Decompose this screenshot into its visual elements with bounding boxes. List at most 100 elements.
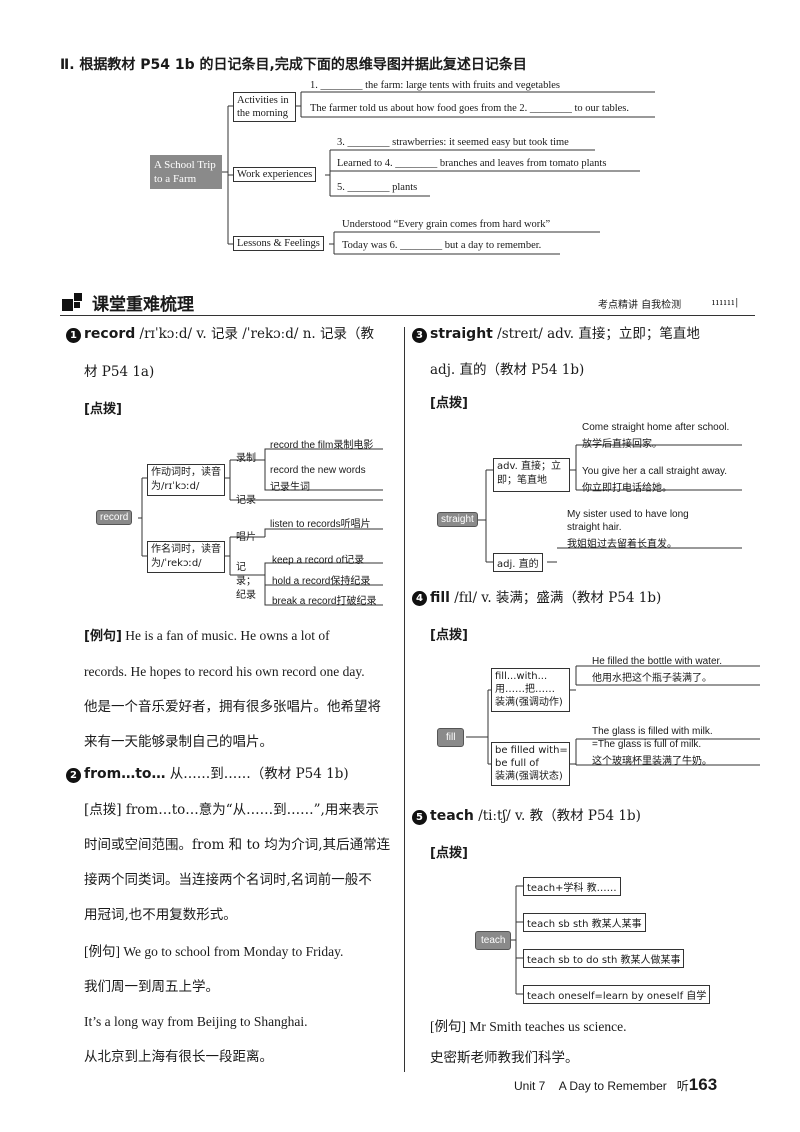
from-to-definition: 从……到……（教材 P54 1b) <box>165 766 349 782</box>
word-record: record <box>84 326 136 342</box>
branch-activities: Activities in the morning <box>233 92 296 122</box>
teach-dianbo: [点拨] <box>430 846 468 861</box>
straight-ex1b: 放学后直接回家。 <box>582 439 662 450</box>
footer-title: A Day to Remember <box>558 1079 667 1093</box>
word-from-to: from…to… <box>84 766 166 782</box>
section-header-band <box>60 289 755 316</box>
entry-2-heading: from…to… 从……到……（教材 P54 1b) <box>84 764 349 784</box>
record-example-label: [例句] <box>84 629 122 644</box>
from-to-example-2: 我们周一到周五上学。 <box>84 979 219 995</box>
record-v2b: 记录生词 <box>270 482 310 493</box>
from-to-note-1: [点拨] from…to…意为“从……到……”,用来表示 <box>84 802 379 818</box>
branch-lessons: Lessons & Feelings <box>233 236 324 251</box>
blank-line-6: Today was 6. ________ but a day to remem… <box>342 240 542 251</box>
entry-number-4: 4 <box>412 591 427 606</box>
fill-root: fill <box>437 728 465 747</box>
straight-ex3b: straight hair. <box>567 522 622 533</box>
record-n1: listen to records听唱片 <box>270 519 371 530</box>
fill-ex2c: 这个玻璃杯里装满了牛奶。 <box>592 756 712 767</box>
entry-number-5: 5 <box>412 810 427 825</box>
record-root: record <box>96 510 133 525</box>
from-to-note-3: 接两个同类词。当连接两个名词时,名词前一般不 <box>84 872 372 888</box>
word-teach: teach <box>430 808 474 824</box>
fill-box2a: be filled with= <box>495 745 568 756</box>
entry-5-heading: teach /tiːtʃ/ v. 教（教材 P54 1b) <box>430 806 641 826</box>
straight-ex3c: 我姐姐过去留着长直发。 <box>567 539 677 550</box>
label-changpian: 唱片 <box>236 532 256 543</box>
teach-example-1: [例句] Mr Smith teaches us science. <box>430 1019 627 1034</box>
blank-line-2: The farmer told us about how food goes f… <box>310 103 630 114</box>
blank-line-4: Learned to 4. ________ branches and leav… <box>337 158 607 169</box>
straight-definition-cont: adj. 直的（教材 P54 1b) <box>430 362 585 378</box>
page-footer: Unit 7 A Day to Remember 听163 <box>514 1075 717 1095</box>
fill-definition: /fɪl/ v. 装满；盛满（教材 P54 1b) <box>449 590 662 606</box>
filled-with-box: be filled with= be full of 装满(强调状态) <box>491 742 570 786</box>
from-to-example-4: 从北京到上海有很长一段距离。 <box>84 1049 273 1065</box>
straight-ex2a: You give her a call straight away. <box>582 466 728 477</box>
from-to-note-4: 用冠词,也不用复数形式。 <box>84 907 237 923</box>
record-definition: /rɪˈkɔːd/ v. 记录 /ˈrekɔːd/ n. 记录（教 <box>135 326 374 342</box>
header-tags: 考点精讲 自我检测 <box>598 300 682 311</box>
teach-definition: /tiːtʃ/ v. 教（教材 P54 1b) <box>473 808 641 824</box>
footer-ting: 听 <box>676 1079 689 1093</box>
straight-adj-box: adj. 直的 <box>493 553 543 572</box>
record-dianbo: [点拨] <box>84 402 122 417</box>
fill-ex2a: The glass is filled with milk. <box>592 726 713 737</box>
entry-number-2: 2 <box>66 768 81 783</box>
record-v2a: record the new words <box>270 465 366 476</box>
record-example-2: records. He hopes to record his own reco… <box>84 664 365 679</box>
teach-branch-1: teach+学科 教…… <box>523 877 621 896</box>
teach-example-2: 史密斯老师教我们科学。 <box>430 1050 579 1066</box>
record-example-3: 他是一个音乐爱好者，拥有很多张唱片。他希望将 <box>84 699 381 715</box>
from-to-note-2: 时间或空间范围。from 和 to 均为介词,其后通常连 <box>84 837 391 853</box>
lesson-line: Understood “Every grain comes from hard … <box>342 219 551 230</box>
fill-ex1a: He filled the bottle with water. <box>592 656 723 667</box>
record-example-4: 来有一天能够录制自己的唱片。 <box>84 734 273 750</box>
entry-1-heading: record /rɪˈkɔːd/ v. 记录 /ˈrekɔːd/ n. 记录（教 <box>84 324 374 344</box>
from-to-example-3: It’s a long way from Beijing to Shanghai… <box>84 1014 308 1029</box>
fill-box2b: be full of <box>495 758 539 769</box>
footer-unit: Unit 7 <box>514 1079 546 1093</box>
straight-definition: /streɪt/ adv. 直接；立即；笔直地 <box>492 326 700 342</box>
straight-adv-box: adv. 直接；立即；笔直地 <box>493 458 570 492</box>
entry-number-3: 3 <box>412 328 427 343</box>
record-n4: break a record打破纪录 <box>272 596 377 607</box>
fill-box1c: 装满(强调动作) <box>495 697 563 708</box>
label-luzhi: 录制 <box>236 453 256 464</box>
teach-branch-2: teach sb sth 教某人某事 <box>523 913 646 932</box>
branch-work: Work experiences <box>233 167 317 182</box>
entry-4-heading: fill /fɪl/ v. 装满；盛满（教材 P54 1b) <box>430 588 661 608</box>
teach-branch-4: teach oneself=learn by oneself 自学 <box>523 985 711 1004</box>
entry-3-heading: straight /streɪt/ adv. 直接；立即；笔直地 <box>430 324 700 344</box>
record-noun-box: 作名词时，读音为/ˈrekɔːd/ <box>147 541 225 573</box>
straight-ex2b: 你立即打电话给她。 <box>582 483 672 494</box>
record-verb-box: 作动词时，读音为/rɪˈkɔːd/ <box>147 464 225 496</box>
column-divider <box>404 327 405 1072</box>
record-n3: hold a record保持纪录 <box>272 576 371 587</box>
word-straight: straight <box>430 326 493 342</box>
teach-branch-3: teach sb to do sth 教某人做某事 <box>523 949 685 968</box>
teach-root: teach <box>475 931 512 950</box>
from-to-example-1: [例句] We go to school from Monday to Frid… <box>84 944 344 959</box>
fill-box2c: 装满(强调状态) <box>495 771 563 782</box>
straight-ex1a: Come straight home after school. <box>582 422 730 433</box>
entry-number-1: 1 <box>66 328 81 343</box>
fill-box1b: 用……把…… <box>495 684 555 695</box>
mindmap-root-school-trip: A School Trip to a Farm <box>150 155 222 189</box>
record-example-1: [例句] He is a fan of music. He owns a lot… <box>84 626 330 647</box>
fill-dianbo: [点拨] <box>430 628 468 643</box>
square-blocks-icon <box>62 293 82 311</box>
section-title: 课堂重难梳理 <box>92 295 194 315</box>
straight-ex3a: My sister used to have long <box>567 509 689 520</box>
fill-box1a: fill...with... <box>495 671 548 682</box>
fill-ex1b: 他用水把这个瓶子装满了。 <box>592 673 712 684</box>
blank-line-1: 1. ________ the farm: large tents with f… <box>310 80 560 91</box>
record-n2: keep a record of记录 <box>272 555 365 566</box>
fill-ex2b: =The glass is full of milk. <box>592 739 702 750</box>
straight-root: straight <box>437 512 478 527</box>
word-fill: fill <box>430 590 450 606</box>
fill-with-box: fill...with... 用……把…… 装满(强调动作) <box>491 668 570 712</box>
record-definition-cont: 材 P54 1a) <box>84 364 155 380</box>
page-number: 163 <box>688 1075 718 1094</box>
record-example-text-1: He is a fan of music. He owns a lot of <box>121 628 330 643</box>
